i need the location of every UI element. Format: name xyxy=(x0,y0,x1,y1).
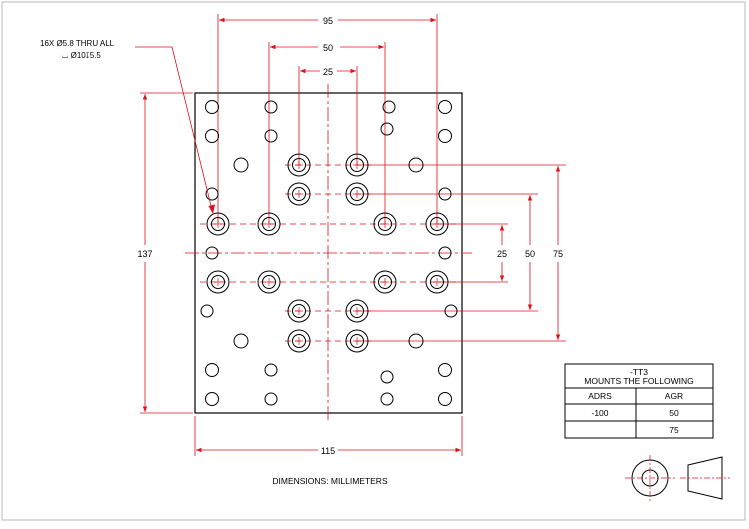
cbore-hole xyxy=(257,212,281,236)
hole xyxy=(264,100,278,114)
counterbored-holes xyxy=(206,153,449,353)
hole xyxy=(264,129,278,143)
cbore-hole xyxy=(425,270,449,294)
callout-arrowhead xyxy=(208,204,215,214)
dim-right-mid: 50 xyxy=(525,249,535,259)
bottom-dimension xyxy=(194,416,463,456)
dim-bottom-width: 115 xyxy=(321,446,335,456)
plain-holes xyxy=(200,100,458,406)
cbore-hole xyxy=(287,299,311,323)
hole xyxy=(233,157,249,173)
hole xyxy=(380,370,394,384)
right-extension-lines xyxy=(357,164,566,342)
left-dimension xyxy=(140,92,193,414)
cbore-hole xyxy=(287,182,311,206)
dim-left-height: 137 xyxy=(137,249,152,259)
hole xyxy=(380,122,394,136)
hole xyxy=(438,246,452,260)
hole xyxy=(264,392,278,406)
mounts-table xyxy=(564,363,714,439)
hole xyxy=(205,363,219,377)
callout-line1: 16X Ø5.8 THRU ALL xyxy=(40,39,115,48)
table-cell: 50 xyxy=(669,408,679,418)
hole xyxy=(438,129,452,143)
top-dimension-lines xyxy=(219,17,436,74)
cbore-hole xyxy=(206,212,230,236)
table-header-adrs: ADRS xyxy=(588,391,612,401)
cbore-hole xyxy=(425,212,449,236)
dim-top-outer: 95 xyxy=(323,16,333,26)
table-cell: 75 xyxy=(669,425,679,435)
callout-line2: ⌴ Ø10↧5.5 xyxy=(62,51,101,60)
center-lines xyxy=(185,84,472,420)
right-dimension-lines xyxy=(499,166,561,340)
table-title-line2: MOUNTS THE FOLLOWING xyxy=(584,376,693,386)
dim-top-mid: 50 xyxy=(323,43,333,53)
table-cell: -100 xyxy=(591,408,608,418)
hole xyxy=(438,187,452,201)
hole xyxy=(205,100,219,114)
hole xyxy=(408,333,424,349)
callout-leader xyxy=(135,46,214,215)
hole xyxy=(205,246,219,260)
dim-right-inner: 25 xyxy=(497,249,507,259)
hole xyxy=(382,100,396,114)
dim-top-inner: 25 xyxy=(323,67,333,77)
sheet-border xyxy=(1,1,746,521)
cbore-hole xyxy=(345,182,369,206)
cbore-hole xyxy=(373,270,397,294)
third-angle-projection-icon xyxy=(625,455,730,501)
table-title-line1: -TT3 xyxy=(630,367,648,377)
cbore-hole xyxy=(257,270,281,294)
cbore-hole xyxy=(287,153,311,177)
hole xyxy=(444,304,458,318)
hole xyxy=(438,100,452,114)
hole xyxy=(233,333,249,349)
hole xyxy=(438,363,452,377)
hole xyxy=(408,157,424,173)
hole xyxy=(200,304,214,318)
table-header-agr: AGR xyxy=(665,391,683,401)
cbore-hole xyxy=(345,299,369,323)
hole xyxy=(205,392,219,406)
cbore-hole xyxy=(373,212,397,236)
units-note: DIMENSIONS: MILLIMETERS xyxy=(272,476,388,486)
cbore-hole xyxy=(345,153,369,177)
hole xyxy=(205,129,219,143)
dim-right-outer: 75 xyxy=(553,249,563,259)
hole xyxy=(205,187,219,201)
hole xyxy=(380,392,394,406)
hole xyxy=(438,392,452,406)
cbore-hole xyxy=(206,270,230,294)
cbore-hole xyxy=(287,329,311,353)
cbore-hole xyxy=(345,329,369,353)
hole-center-marks xyxy=(214,161,441,345)
hole xyxy=(264,363,278,377)
